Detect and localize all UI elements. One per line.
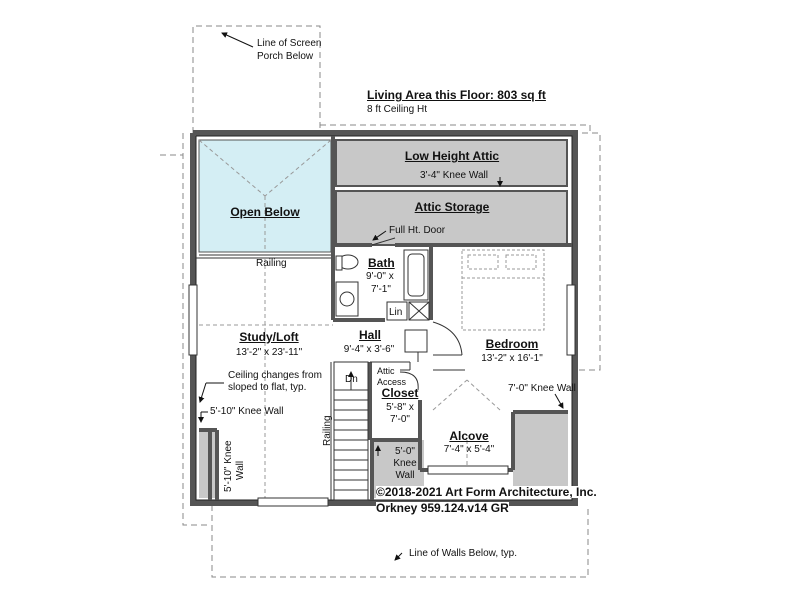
- bed: [461, 249, 545, 331]
- bath-label: Bath: [368, 256, 395, 270]
- alcove-knee-wall-1: 5'-0": [395, 446, 415, 457]
- study-knee-wall-vertical-2: Wall: [235, 460, 246, 480]
- low-height-attic-label: Low Height Attic: [404, 149, 500, 163]
- dashed-outlines: [160, 25, 601, 578]
- closet-dim-1: 5'-8" x: [386, 402, 414, 413]
- bedroom-dim: 13'-2" x 16'-1": [481, 353, 543, 364]
- alcove-label: Alcove: [449, 429, 489, 443]
- screen-porch-note-2: Porch Below: [257, 51, 314, 62]
- thin-lines: [196, 254, 465, 498]
- closet-label: Closet: [381, 386, 419, 400]
- full-ht-door-note: Full Ht. Door: [389, 225, 446, 236]
- study-knee-wall-label: 5'-10" Knee Wall: [210, 406, 284, 417]
- down-label: Dn: [345, 374, 358, 385]
- exterior-walls: [190, 130, 578, 506]
- attic-access-1: Attic: [377, 366, 395, 376]
- alcove-knee-wall-3: Wall: [395, 470, 415, 481]
- bedroom-knee-wall-label: 7'-0" Knee Wall: [508, 383, 576, 394]
- hall-dim: 9'-4" x 3'-6": [343, 344, 395, 355]
- hall-label: Hall: [358, 328, 382, 342]
- ceiling-change-note-2: sloped to flat, typ.: [228, 382, 307, 393]
- living-area-label: Living Area this Floor: 803 sq ft: [367, 88, 546, 102]
- study-loft-dim: 13'-2" x 23'-11": [235, 347, 303, 358]
- ceiling-height-label: 8 ft Ceiling Ht: [367, 104, 428, 115]
- open-below-label: Open Below: [230, 205, 300, 219]
- railing-top-label: Railing: [256, 258, 287, 269]
- exterior-walls-inner: [195, 135, 573, 501]
- attic-storage-label: Attic Storage: [414, 200, 490, 214]
- linen-label: Lin: [389, 307, 403, 318]
- screen-porch-note-1: Line of Screen: [257, 38, 322, 49]
- vault-lines: [432, 379, 501, 465]
- alcove-knee-wall-2: Knee: [393, 458, 417, 469]
- study-loft-label: Study/Loft: [239, 330, 299, 344]
- doors: [371, 237, 463, 391]
- stairs: [330, 361, 369, 501]
- railing-stair-label: Railing: [322, 415, 333, 446]
- attic-access-2: Access: [377, 377, 407, 387]
- leaders: [198, 32, 564, 561]
- copyright-label: ©2018-2021 Art Form Architecture, Inc.: [376, 485, 597, 499]
- bath-dim-1: 9'-0" x: [366, 271, 394, 282]
- ceiling-change-note-1: Ceiling changes from: [228, 370, 322, 381]
- low-height-attic-area: [335, 139, 568, 187]
- windows: [188, 284, 576, 507]
- study-knee-wall-vertical-1: 5'-10" Knee: [223, 440, 234, 492]
- open-below-diagonals: [198, 139, 332, 252]
- alcove-dim: 7'-4" x 5'-4": [443, 444, 495, 455]
- bath-fixtures: [335, 249, 430, 321]
- low-height-attic-dim: 3'-4" Knee Wall: [420, 170, 488, 181]
- bedroom-label: Bedroom: [485, 337, 539, 351]
- walls-below-note: Line of Walls Below, typ.: [409, 548, 518, 559]
- closet-dim-2: 7'-0": [390, 414, 410, 425]
- alcove-wall-fill-right: [513, 412, 568, 498]
- plan-id-label: Orkney 959.124.v14 GR: [376, 501, 509, 515]
- bath-dim-2: 7'-1": [371, 284, 391, 295]
